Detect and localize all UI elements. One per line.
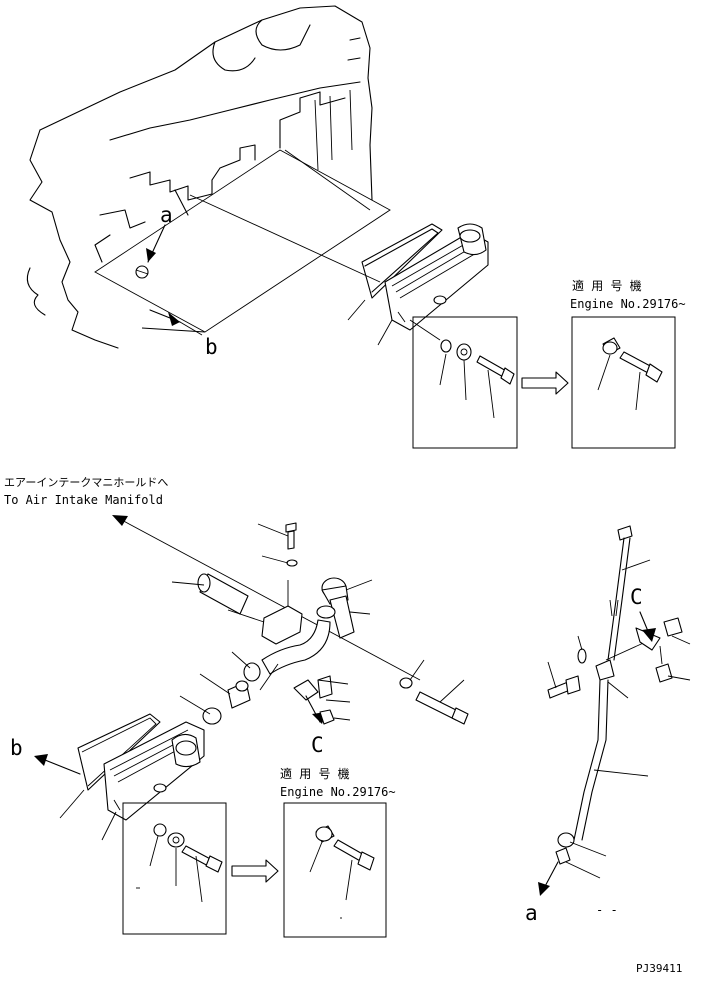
coupling (199, 673, 251, 709)
applicable-note-top-jp: 適 用 号 機 (572, 278, 642, 293)
dipstick-bolt-washer (547, 635, 587, 699)
clamp-lower (179, 695, 222, 725)
lower-side-cover-group (59, 713, 205, 841)
dipstick-clip (635, 611, 691, 683)
callout-a-bottom: a (525, 901, 538, 925)
b-arrow-bottom (34, 754, 81, 775)
dipstick-assembly (538, 525, 651, 896)
applicable-note-bottom-en: Engine No.29176~ (280, 785, 396, 799)
bolt-top (257, 522, 298, 567)
bottom-washer-bolt-box (122, 802, 227, 935)
applicable-note-top-en: Engine No.29176~ (570, 297, 686, 311)
pipe-sleeve (171, 573, 249, 615)
stray-dash-mark: - - (596, 903, 618, 917)
engine-block (26, 5, 391, 349)
callout-a-top: a (160, 203, 173, 227)
air-intake-line (112, 515, 421, 681)
clamp-upper (231, 651, 261, 682)
top-side-cover-group (189, 149, 489, 346)
drawing-number: PJ39411 (636, 962, 682, 975)
bottom-arrow (231, 859, 279, 883)
top-washer-bolt-box (412, 316, 518, 449)
destination-en: To Air Intake Manifold (4, 493, 163, 507)
top-arrow (521, 371, 569, 395)
callout-b-bottom: b (10, 736, 23, 760)
callout-c-right: C (630, 585, 643, 609)
bracket (227, 580, 303, 645)
callout-b-top: b (205, 335, 218, 359)
cap-and-filler (316, 577, 373, 639)
callout-c-bottom: C (311, 733, 324, 757)
applicable-note-bottom-jp: 適 用 号 機 (280, 766, 350, 781)
destination-jp: エアーインテークマニホールドへ (4, 476, 168, 489)
bottom-new-part-box (283, 802, 387, 938)
top-new-part-box (571, 316, 676, 449)
breather-elbow (293, 675, 351, 725)
hose (259, 619, 331, 691)
washer-long-bolt (399, 659, 469, 725)
